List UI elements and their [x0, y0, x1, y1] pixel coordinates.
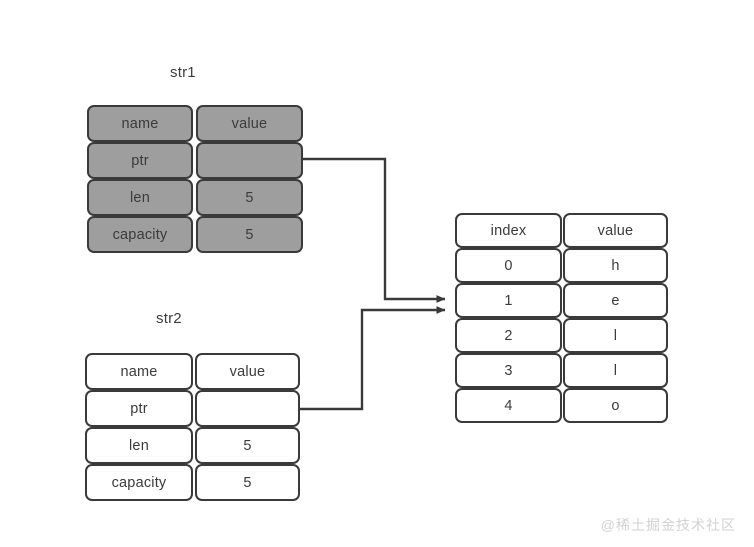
data-row-2-value: l	[563, 318, 668, 353]
str2-row-ptr-value	[195, 390, 300, 427]
str1-header-value: value	[196, 105, 303, 142]
str1-row-ptr-name: ptr	[87, 142, 193, 179]
data-row-3-index: 3	[455, 353, 562, 388]
str1-row-capacity-value: 5	[196, 216, 303, 253]
str2-header-name: name	[85, 353, 193, 390]
data-row-0-index: 0	[455, 248, 562, 283]
data-row-4-index: 4	[455, 388, 562, 423]
data-row-3-value: l	[563, 353, 668, 388]
str1-title: str1	[170, 64, 196, 81]
str2-ptr-arrow	[300, 306, 446, 411]
data-row-2-index: 2	[455, 318, 562, 353]
data-header-value: value	[563, 213, 668, 248]
str2-header-value: value	[195, 353, 300, 390]
str1-row-ptr-value	[196, 142, 303, 179]
data-header-index: index	[455, 213, 562, 248]
data-row-1-value: e	[563, 283, 668, 318]
str2-title: str2	[156, 310, 182, 327]
data-row-0-value: h	[563, 248, 668, 283]
str1-row-len-value: 5	[196, 179, 303, 216]
str1-row-capacity-name: capacity	[87, 216, 193, 253]
str1-ptr-arrow	[303, 157, 446, 303]
data-row-4-value: o	[563, 388, 668, 423]
str1-header-name: name	[87, 105, 193, 142]
str1-row-len-name: len	[87, 179, 193, 216]
str2-row-capacity-value: 5	[195, 464, 300, 501]
data-row-1-index: 1	[455, 283, 562, 318]
str2-row-len-name: len	[85, 427, 193, 464]
str2-row-capacity-name: capacity	[85, 464, 193, 501]
str2-row-ptr-name: ptr	[85, 390, 193, 427]
str2-row-len-value: 5	[195, 427, 300, 464]
watermark: @稀土掘金技术社区	[600, 517, 736, 533]
